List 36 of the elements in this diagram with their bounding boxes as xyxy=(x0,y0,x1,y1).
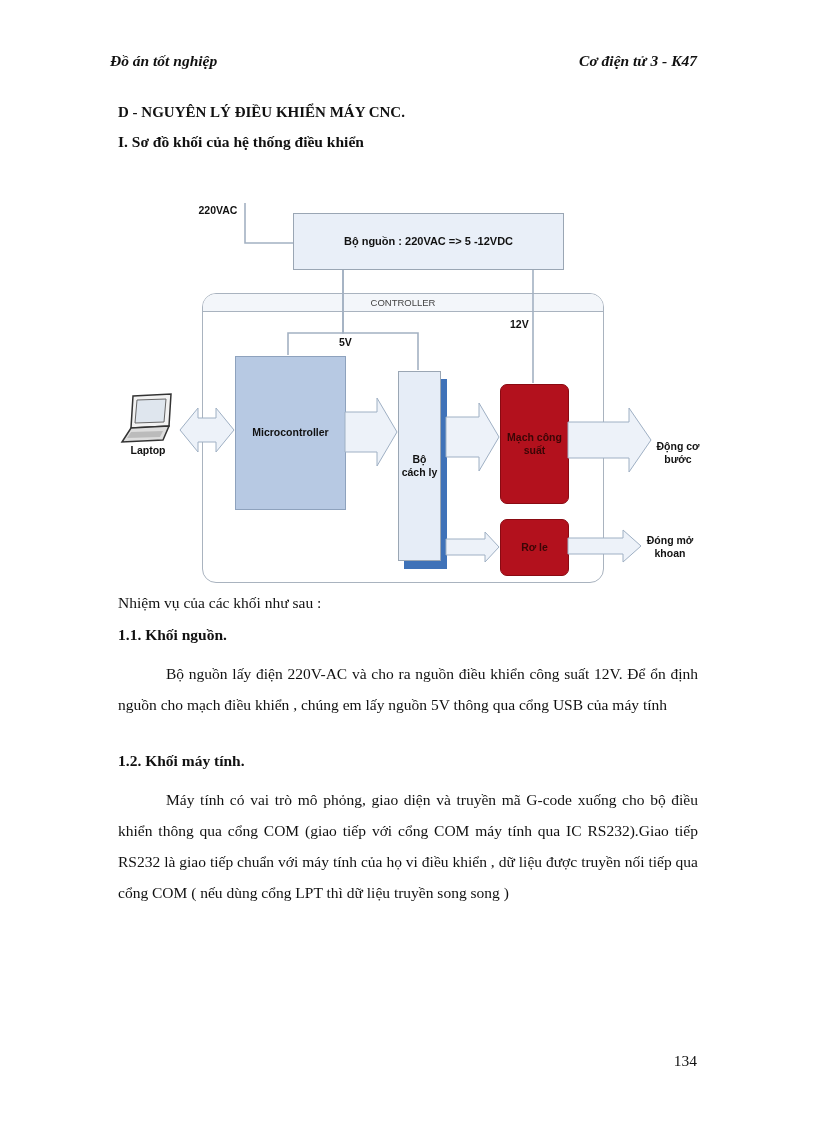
page-header: Đồ án tốt nghiệp xyxy=(110,52,219,70)
page-header: Cơ điện tử 3 - K47 xyxy=(578,52,697,70)
node-label: Bộ cách ly xyxy=(400,452,439,480)
subsection-heading: 1.1. Khối nguồn. xyxy=(118,626,228,644)
controller-panel xyxy=(202,293,604,583)
subsection-heading: I. Sơ đồ khối của hệ thống điều khiển xyxy=(118,133,365,151)
edge-label: 12V xyxy=(509,318,530,330)
node-label: Động cơ bước xyxy=(655,439,701,467)
process-box xyxy=(500,384,569,504)
node-label: Microcontroller xyxy=(252,426,329,440)
block-arrow xyxy=(567,407,652,473)
block-arrow xyxy=(344,397,398,467)
microcontroller-box xyxy=(235,356,346,510)
node-label: Laptop xyxy=(130,444,166,458)
node-label: Mạch công suất xyxy=(506,430,563,458)
paragraph: Máy tính có vai trò mô phỏng, giao diện và truyền mã G-code xuống cho bộ điều khiển thông qua cổng COM (giao tiếp với cổng COM máy tính qua IC RS232).Giao tiếp RS232 là giao tiếp chuẩn với máy tính của họ vi điều khiển , dữ liệu được truyền nối tiếp qua cổng COM ( nếu dùng cổng LPT thì dữ liệu truyền song song ) xyxy=(118,790,698,903)
panel-title: CONTROLLER xyxy=(370,296,436,309)
connector-line xyxy=(342,269,419,371)
block-arrow xyxy=(445,531,500,563)
process-box xyxy=(500,519,569,576)
node-label: 220VAC xyxy=(198,203,238,218)
body-text: Nhiệm vụ của các khối như sau : xyxy=(118,594,323,612)
paragraph: Bộ nguồn lấy điện 220V-AC và cho ra nguồn điều khiển công suất 12V. Để ổn định nguồn cho mạch điều khiển , chúng em lấy nguồn 5V thông qua cổng USB của máy tính xyxy=(118,664,698,715)
section-heading: D - NGUYÊN LÝ ĐIỀU KHIỂN MÁY CNC. xyxy=(118,104,405,121)
node-label: Rơ le xyxy=(521,540,548,555)
edge-label: 5V xyxy=(338,336,353,348)
page-number: 134 xyxy=(672,1052,697,1070)
subsection-heading: 1.2. Khối máy tính. xyxy=(118,752,246,770)
connector-line xyxy=(532,269,534,384)
block-arrow xyxy=(179,407,235,453)
connector-line xyxy=(244,202,294,244)
block-arrow xyxy=(445,402,500,472)
block-arrow xyxy=(567,529,642,563)
power-supply-box xyxy=(293,213,564,270)
node-label: Đóng mở khoan xyxy=(645,533,695,561)
node-label: Bộ nguồn : 220VAC => 5 -12VDC xyxy=(343,234,514,249)
